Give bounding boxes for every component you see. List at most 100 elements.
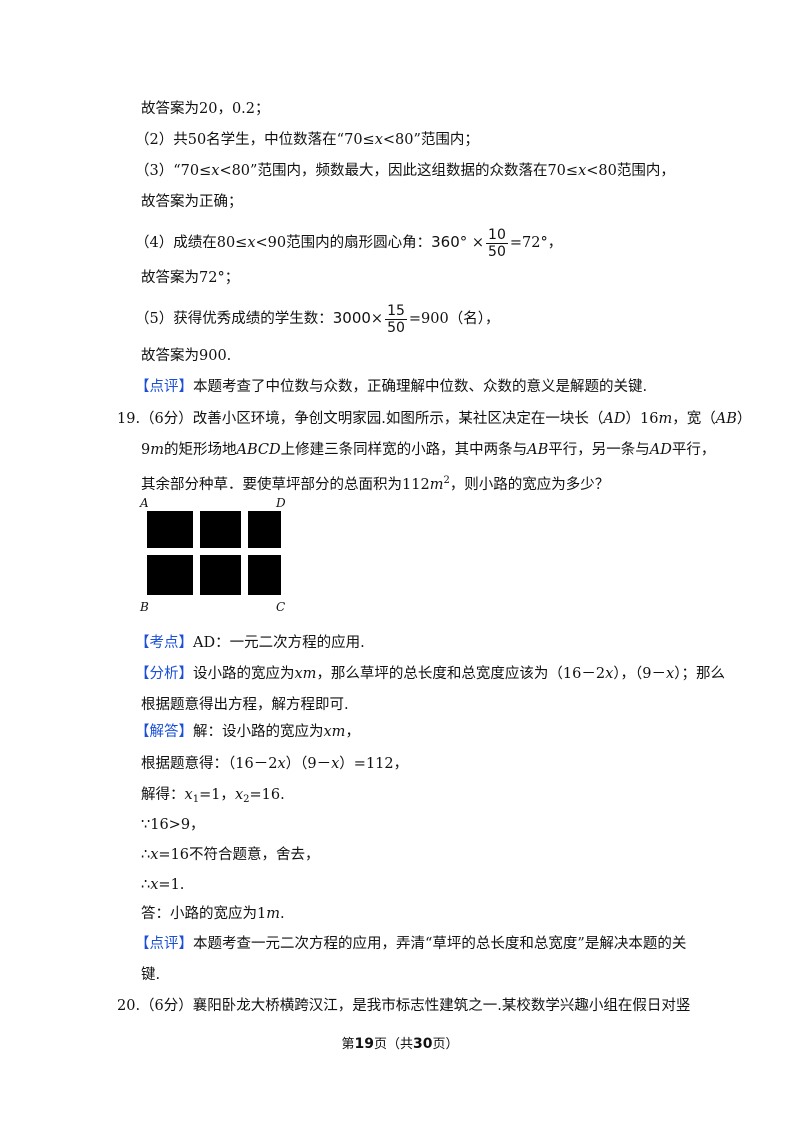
text: 答：小路的宽应为1 — [141, 906, 267, 922]
text: AD：一元二次方程的应用. — [193, 635, 365, 651]
unit: m — [658, 411, 673, 427]
var-x: x — [578, 163, 587, 179]
text: =72°， — [509, 235, 563, 251]
text: 键. — [141, 967, 161, 983]
var-x: x — [331, 756, 340, 772]
unit: m — [429, 477, 444, 493]
numerator: 15 — [385, 302, 407, 320]
text: <90范围内的扇形圆心角： — [255, 235, 432, 251]
solution-line7: 答：小路的宽应为1m. — [141, 904, 285, 924]
superscript: 2 — [443, 475, 450, 486]
text: ）=112， — [339, 756, 409, 772]
text: ），（9－ — [613, 666, 667, 682]
text: 本题考查了中位数与众数，正确理解中位数、众数的意义是解题的关键. — [193, 379, 648, 395]
text: ）（9－ — [285, 756, 332, 772]
text: =1， — [199, 787, 235, 803]
comment-line: 【点评】本题考查了中位数与众数，正确理解中位数、众数的意义是解题的关键. — [135, 377, 647, 397]
kaodian-line: 【考点】AD：一元二次方程的应用. — [135, 633, 365, 653]
text: 上修建三条同样宽的小路，其中两条与 — [280, 442, 528, 458]
label-c: C — [276, 600, 286, 614]
var-x: x — [605, 666, 614, 682]
solution-line5: ∴x=16不符合题意，舍去， — [141, 845, 320, 865]
denominator: 50 — [387, 319, 405, 336]
comment-tag: 【点评】 — [135, 379, 193, 395]
text: ，那么草坪的总长度和总宽度应该为（16－2 — [316, 666, 606, 682]
question-19-line3: 其余部分种草．要使草坪部分的总面积为112m2，则小路的宽应为多少？ — [141, 471, 609, 495]
text: =900（名）， — [408, 311, 500, 327]
var-x: x — [150, 847, 159, 863]
var: AB — [527, 442, 549, 458]
text: ） — [736, 411, 752, 427]
text: 平行， — [671, 442, 716, 458]
degree-value: 360° — [431, 233, 468, 251]
solution-line4: ∵16>9， — [141, 815, 205, 835]
text: <80范围内， — [586, 163, 675, 179]
text: 本题考查一元二次方程的应用，弄清“草坪的总长度和总宽度”是解决本题的关 — [193, 936, 687, 952]
text: =16. — [249, 787, 285, 803]
times-sign: × — [370, 311, 384, 327]
denominator: 50 — [488, 243, 506, 260]
text: （4）成绩在80≤ — [135, 235, 248, 251]
text: . — [279, 906, 285, 922]
question-19-line1: 19.（6分）改善小区环境，争创文明家园.如图所示，某社区决定在一块长（AD）1… — [117, 409, 751, 429]
text: =1. — [158, 877, 185, 893]
solution-tag: 【解答】 — [135, 724, 193, 740]
comment-tag: 【点评】 — [135, 936, 193, 952]
times-sign: × — [471, 235, 485, 251]
var: AB — [715, 411, 737, 427]
text: ）；那么 — [674, 666, 725, 682]
text: 解得： — [141, 787, 185, 803]
text: 20.（6分）襄阳卧龙大桥横跨汉江，是我市标志性建筑之一.某校数学兴趣小组在假日… — [117, 998, 691, 1014]
var: xm — [294, 666, 317, 682]
solution-line6: ∴x=1. — [141, 875, 184, 895]
footer-text: 页（共 — [373, 1037, 413, 1052]
footer-text: 页） — [432, 1037, 459, 1052]
solution-line1: 【解答】解：设小路的宽应为xm， — [135, 722, 360, 742]
label-b: B — [140, 600, 149, 614]
text: 解：设小路的宽应为 — [193, 724, 324, 740]
unit: m — [150, 442, 164, 458]
var-x: x — [247, 235, 256, 251]
var: xm — [323, 724, 346, 740]
text: ，宽（ — [672, 411, 716, 427]
rectangle-diagram: A D B C — [140, 497, 290, 615]
comment-line2: 键. — [141, 965, 160, 985]
total-pages: 30 — [413, 1036, 433, 1052]
var-x: x — [374, 132, 383, 148]
question-20-line1: 20.（6分）襄阳卧龙大桥横跨汉江，是我市标志性建筑之一.某校数学兴趣小组在假日… — [117, 996, 690, 1016]
text: 根据题意得：（16－2 — [141, 756, 278, 772]
text: （2）共50名学生，中位数落在“70≤ — [135, 132, 375, 148]
question-19-line2: 9m的矩形场地ABCD上修建三条同样宽的小路，其中两条与AB平行，另一条与AD平… — [141, 440, 715, 460]
var: AD — [649, 442, 672, 458]
text-line: 故答案为900. — [141, 346, 231, 366]
text: 根据题意得出方程，解方程即可. — [141, 697, 349, 713]
page-footer: 第19页（共30页） — [0, 1033, 800, 1052]
text: ， — [345, 724, 360, 740]
unit: m — [266, 906, 280, 922]
subscript: 2 — [243, 794, 250, 805]
text: 设小路的宽应为 — [193, 666, 295, 682]
therefore-sign: ∴ — [141, 877, 151, 893]
text: 19.（6分）改善小区环境，争创文明家园.如图所示，某社区决定在一块长（ — [117, 411, 604, 427]
text-line: 故答案为正确； — [141, 192, 243, 212]
text: <80”范围内； — [382, 132, 479, 148]
kaodian-tag: 【考点】 — [135, 635, 193, 651]
text: ∵16>9， — [141, 817, 205, 833]
page-number: 19 — [354, 1036, 374, 1052]
text: <80”范围内，频数最大，因此这组数据的众数落在70≤ — [219, 163, 579, 179]
text: 故答案为正确； — [141, 194, 243, 210]
therefore-sign: ∴ — [141, 847, 151, 863]
answer-text: 故答案为20，0.2； — [141, 101, 270, 117]
var-x: x — [666, 666, 675, 682]
text: （3）“70≤ — [135, 163, 212, 179]
var-x: x — [184, 787, 193, 803]
road-horizontal — [147, 548, 281, 555]
var-x: x — [234, 787, 244, 803]
text: 其余部分种草．要使草坪部分的总面积为112 — [141, 477, 430, 493]
var: AD — [603, 411, 626, 427]
text: 故答案为72°； — [141, 270, 240, 286]
